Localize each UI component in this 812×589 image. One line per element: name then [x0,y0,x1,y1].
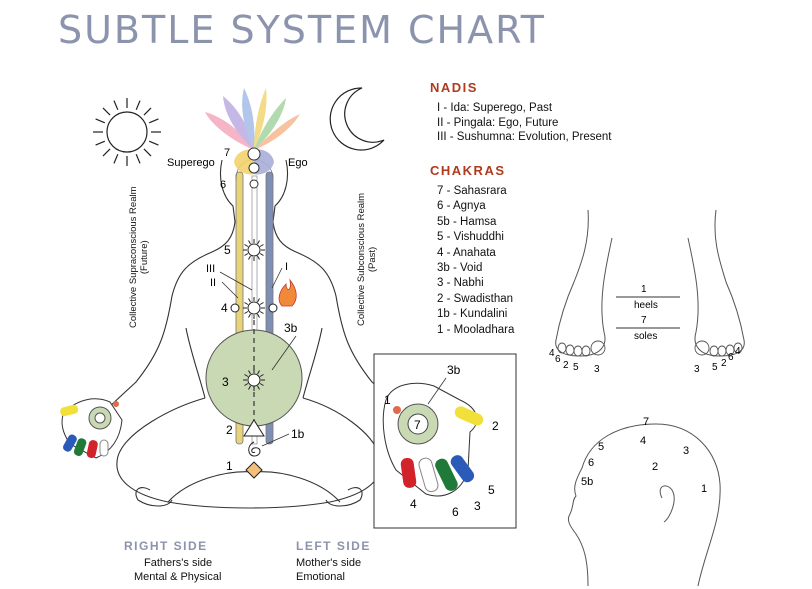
right-toe-label: 5 [712,362,718,373]
chakra-5-label: 5 [224,243,231,257]
hand-2-label: 2 [492,419,499,433]
nadis-heading: NADIS [430,80,478,95]
chakra-4-sun-icon [247,301,261,315]
ear-icon [659,485,675,523]
moon-icon [329,87,385,151]
head-4-label: 4 [640,435,646,447]
chakra-1-label: 1 [226,459,233,473]
chakra-5-sun-icon [247,243,261,257]
heels-label: heels [634,300,658,311]
left-toe-label: 2 [563,360,569,371]
head-7-label: 7 [643,416,649,428]
nadis-list: I - Ida: Superego, Past II - Pingala: Eg… [437,101,612,145]
chakra-4-label: 4 [221,301,228,315]
head-profile [567,423,721,587]
chakra-2-label: 2 [226,423,233,437]
chakra-item: 5 - Vishuddhi [437,231,504,244]
pingala-label: II [210,277,216,289]
sushumna-label: III [206,263,215,275]
left-toe-label: 5 [573,362,579,373]
head-6-label: 6 [588,457,594,469]
head-3-label: 3 [683,445,689,457]
sun-icon [93,98,161,166]
left-toe-label: 3 [594,364,600,375]
chakra-7-label: 7 [224,147,230,159]
left-side-heading: LEFT SIDE [296,539,371,553]
mooladhara-icon [245,461,263,479]
flame-icon [278,278,297,307]
chakra-item: 1 - Mooladhara [437,323,515,336]
hand-6-label: 6 [452,505,459,519]
head-1-label: 1 [701,483,707,495]
soles-label: soles [634,331,657,342]
left-side-line2: Emotional [296,571,345,583]
sahasrara-lotus-icon [205,88,300,150]
left-toe-label: 4 [549,348,555,359]
soles-number: 7 [641,315,647,326]
chakra-item: 3b - Void [437,262,483,275]
hand-7-label: 7 [414,418,421,432]
page-title: SUBTLE SYSTEM CHART [58,8,546,52]
chakra-6-label: 6 [220,179,226,191]
swadisthan-triangle-icon [243,419,265,437]
chakra-item: 2 - Swadisthan [437,292,514,305]
chakra-3b-label: 3b [284,321,298,335]
chakra-item: 6 - Agnya [437,200,486,213]
chakra-1b-label: 1b [291,427,305,441]
hand-5-label: 5 [488,483,495,497]
chakra-item: 7 - Sahasrara [437,185,507,197]
kundalini-coil-icon [248,441,261,457]
ida-label: I [285,261,288,273]
hand-3b-leader [427,377,447,405]
feet-drawing [555,209,745,357]
right-heart-node [268,303,278,313]
chakra-3-sun-icon [247,373,261,387]
chakra-item: 5b - Hamsa [437,215,497,228]
chakra-item: 4 - Anahata [437,246,496,259]
left-heart-node [230,303,240,313]
head-2-label: 2 [652,461,658,473]
hand-3b-label: 3b [447,363,461,377]
nadi-item: III - Sushumna: Evolution, Present [437,131,612,143]
leader-lines [219,267,297,447]
chakra-3-label: 3 [222,375,229,389]
chakra-item: 1b - Kundalini [437,308,508,321]
chakra-6-node [248,162,260,174]
left-toe-label: 6 [555,354,561,365]
chakras-list: 7 - Sahasrara 6 - Agnya 5b - Hamsa 5 - V… [437,184,514,338]
big-hand [382,382,484,497]
right-toe-label: 3 [694,364,700,375]
heels-number: 1 [641,284,647,295]
nadi-item: I - Ida: Superego, Past [437,102,553,114]
ego-label: Ego [288,157,308,169]
right-toe-label: 2 [721,358,727,369]
chakra-item: 3 - Nabhi [437,277,484,290]
head-5b-label: 5b [581,476,593,488]
right-side-line2: Mental & Physical [134,571,222,583]
right-toe-label: 4 [735,346,741,357]
right-side-heading: RIGHT SIDE [124,539,208,553]
hand-3-label: 3 [474,499,481,513]
hand-4-label: 4 [410,497,417,511]
nadi-item: II - Pingala: Ego, Future [437,116,559,129]
hand-1-label: 1 [384,393,391,407]
left-small-hand [60,398,123,459]
chakra-7-node [247,147,261,161]
right-toe-label: 6 [728,352,734,363]
head-5-label: 5 [598,441,604,453]
superego-label: Superego [167,157,215,169]
chakra-5b-node [249,179,259,189]
right-side-line1: Fathers's side [144,557,213,569]
chakras-heading: CHAKRAS [430,163,506,178]
left-side-line1: Mother's side [296,557,362,569]
